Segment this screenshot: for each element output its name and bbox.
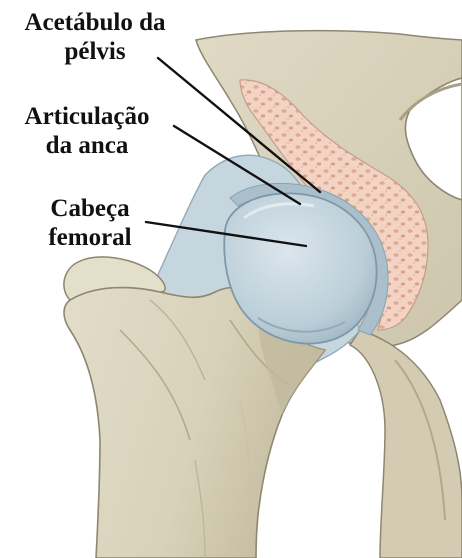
label-articulacao-da-anca: Articulação da anca: [4, 102, 170, 160]
label-cabeca-femoral: Cabeça femoral: [28, 194, 152, 252]
label-articulacao-line2: da anca: [4, 131, 170, 160]
label-acetabulo-da-pelvis: Acetábulo da pélvis: [4, 8, 186, 66]
label-cabeca-line1: Cabeça: [28, 194, 152, 223]
label-acetabulo-line2: pélvis: [4, 37, 186, 66]
label-articulacao-line1: Articulação: [4, 102, 170, 131]
label-acetabulo-line1: Acetábulo da: [4, 8, 186, 37]
label-cabeca-line2: femoral: [28, 223, 152, 252]
